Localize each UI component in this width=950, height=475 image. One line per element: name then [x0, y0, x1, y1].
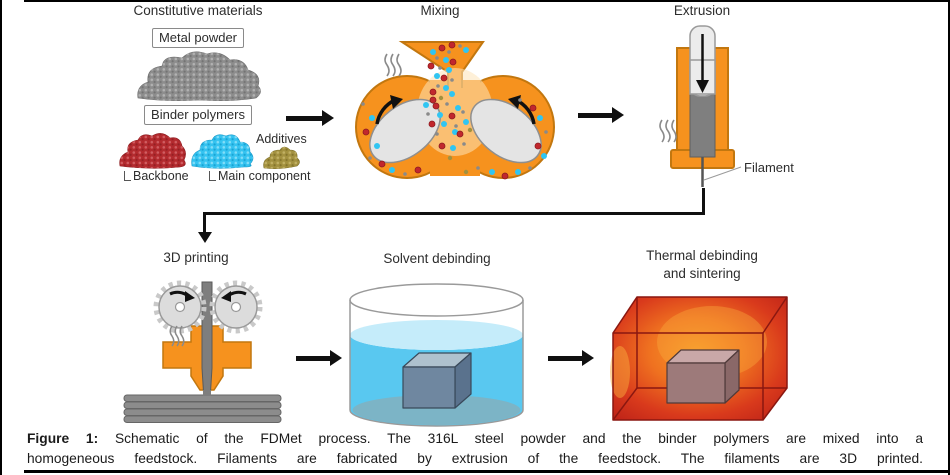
mixing-title: Mixing: [420, 3, 460, 18]
connector-horizontal: [203, 212, 704, 215]
heat-waves-icon-hotend: [169, 325, 185, 347]
metal-powder-label: Metal powder: [151, 28, 245, 48]
metal-powder-label-wrap: Metal powder: [98, 28, 298, 48]
mixer-illustration: [355, 41, 555, 180]
caption-line-2: homogeneous feedstock. Filaments are fab…: [27, 450, 923, 466]
solvent-debinding-title: Solvent debinding: [383, 251, 491, 266]
mixer-rotor-right: [470, 98, 542, 164]
backbone-leader-icon: [124, 171, 131, 181]
sintered-part-cube: [666, 349, 740, 404]
binder-polymers-label-wrap: Binder polymers: [98, 105, 298, 125]
thermal-debinding-title: Thermal debinding and sintering: [646, 248, 758, 281]
extrusion-title: Extrusion: [673, 3, 731, 18]
frame-top-border: [24, 0, 950, 2]
printing-title: 3D printing: [163, 250, 229, 265]
extruder-illustration: [659, 25, 742, 187]
constitutive-materials-title: Constitutive materials: [133, 3, 263, 18]
arrow-head-icon: [330, 350, 342, 366]
backbone-label: Backbone: [124, 169, 189, 183]
additives-label: Additives: [256, 132, 307, 146]
main-component-pile: [191, 134, 254, 169]
figure-caption: Figure 1: Schematic of the FDMet process…: [27, 429, 923, 468]
connector-arrow-head-icon: [197, 232, 212, 243]
backbone-pile: [119, 133, 186, 169]
binder-piles-illustration: [119, 133, 300, 169]
binder-polymers-label: Binder polymers: [144, 105, 252, 125]
mixture-particles: [361, 41, 548, 180]
arrow-head-icon: [582, 350, 594, 366]
beaker-illustration: [349, 283, 524, 427]
filament-rod: [201, 281, 213, 393]
plunger-down-arrow-icon: [696, 34, 709, 93]
flow-arrow-materials-to-mixing: [286, 110, 334, 126]
frame-bottom-border: [24, 470, 950, 473]
drive-gear-icon-right: [209, 280, 263, 334]
arrow-head-icon: [612, 107, 624, 123]
additives-pile: [263, 146, 300, 169]
beaker-glass: [349, 283, 524, 427]
heat-waves-icon-extruder: [659, 119, 677, 143]
solvent-surface: [350, 320, 523, 350]
flow-arrow-solvent-to-thermal: [548, 350, 594, 366]
frame-left-border: [0, 0, 2, 475]
rotation-arrow-icon-right: [508, 95, 536, 125]
printed-layers: [123, 394, 282, 423]
printed-part-cube: [402, 352, 472, 409]
main-component-label: Main component: [209, 169, 310, 183]
caption-line-1: Figure 1: Schematic of the FDMet process…: [27, 431, 923, 446]
flow-arrow-mixing-to-extrusion: [578, 107, 624, 123]
filament-label: Filament: [744, 160, 794, 175]
furnace-illustration: [610, 296, 788, 421]
rotation-arrow-icon-left: [375, 95, 403, 125]
printer-illustration: [123, 280, 282, 423]
drive-gear-icon-left: [153, 280, 207, 334]
arrow-head-icon: [322, 110, 334, 126]
frame-right-border: [947, 0, 950, 475]
metal-powder-pile-illustration: [137, 51, 261, 101]
flow-arrow-printing-to-solvent: [296, 350, 342, 366]
connector-vertical-left: [203, 212, 206, 233]
heat-waves-icon-mixer: [384, 53, 402, 77]
furnace-edges: [612, 296, 788, 421]
caption-figure-number: Figure 1:: [27, 431, 99, 446]
filament-leader-line: [703, 166, 742, 181]
main-component-leader-icon: [209, 171, 216, 181]
connector-vertical-right: [701, 188, 705, 215]
